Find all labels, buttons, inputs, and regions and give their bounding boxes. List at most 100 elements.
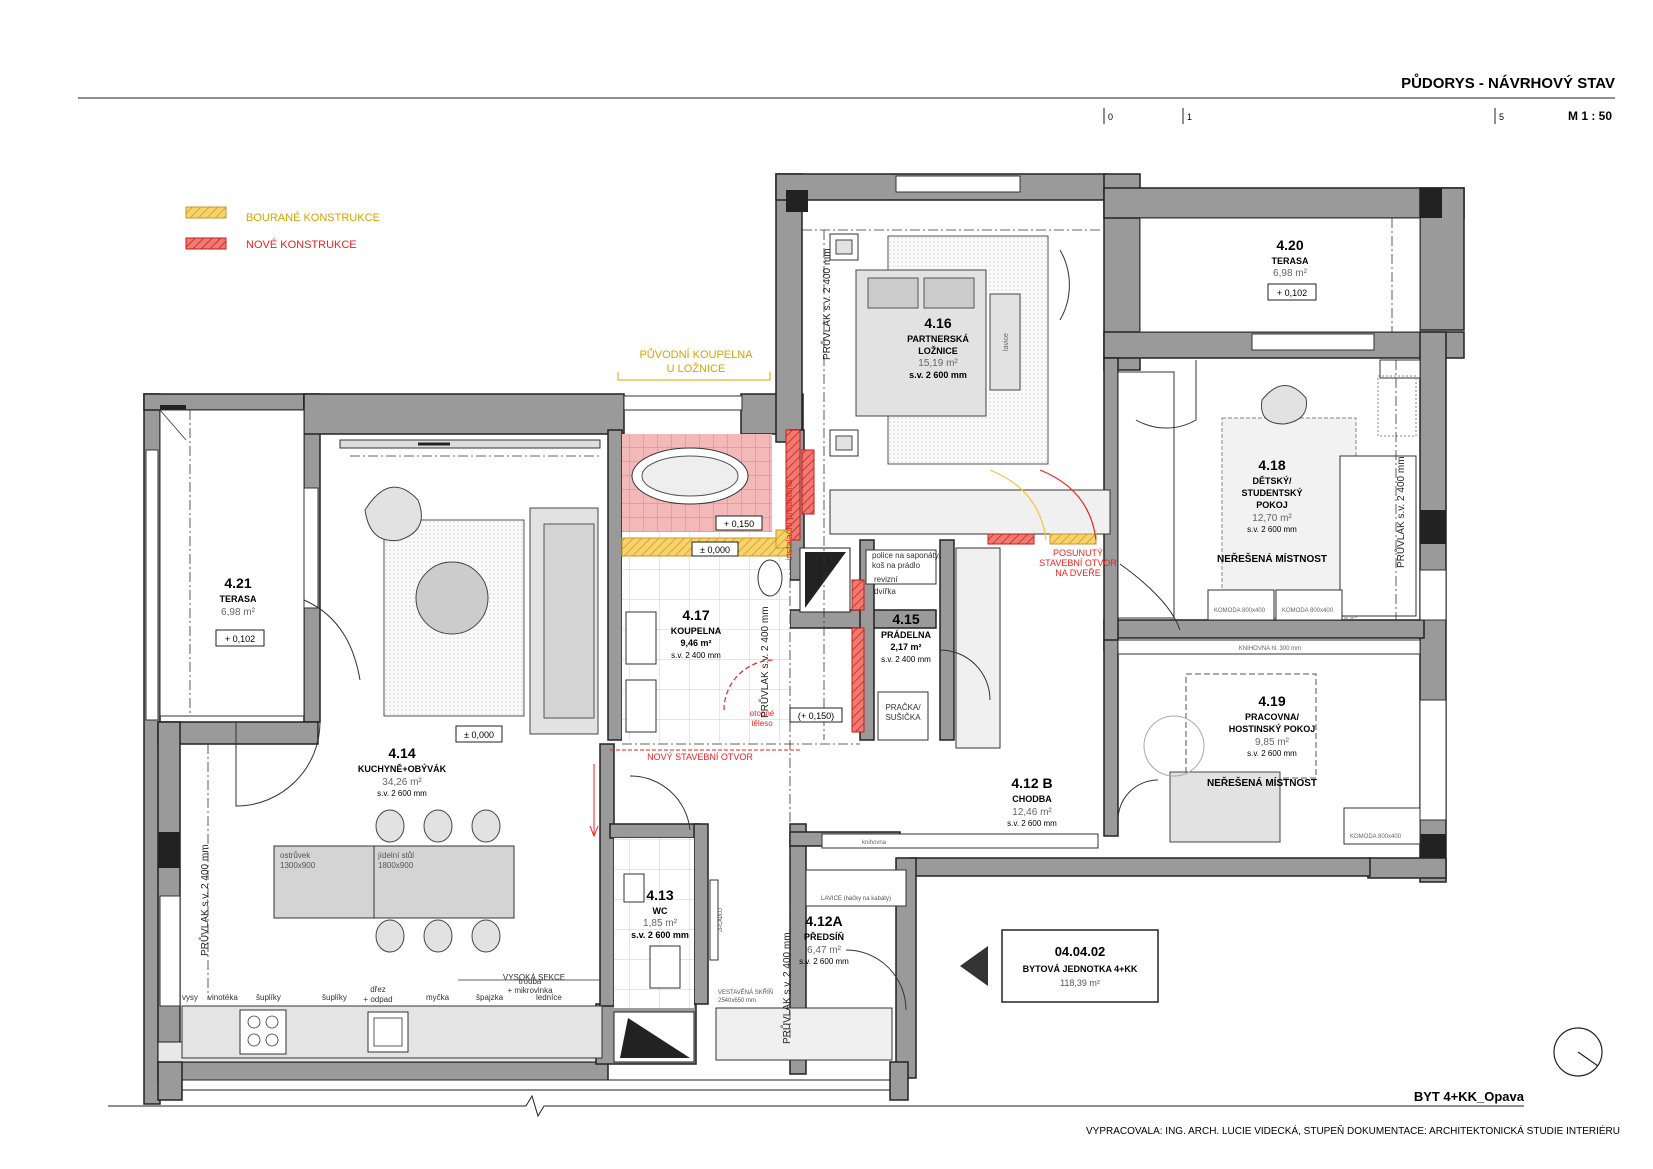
svg-text:STAVEBNÍ OTVOR: STAVEBNÍ OTVOR bbox=[1039, 558, 1117, 568]
svg-text:0: 0 bbox=[1108, 112, 1113, 122]
svg-text:LAVICE (háčky na kabáty): LAVICE (háčky na kabáty) bbox=[821, 896, 891, 902]
svg-text:myčka: myčka bbox=[426, 993, 450, 1002]
unsolved-room-label: NEŘEŠENÁ MÍSTNOST bbox=[1217, 552, 1327, 565]
unit-area: 118,39 m² bbox=[1060, 978, 1100, 988]
entry-wardrobe bbox=[715, 1007, 893, 1061]
svg-text:6,98 m²: 6,98 m² bbox=[1273, 268, 1308, 279]
room-number-417: 4.17 bbox=[682, 607, 709, 623]
svg-text:+ 0,150: + 0,150 bbox=[724, 519, 754, 529]
svg-text:NA DVEŘE: NA DVEŘE bbox=[1055, 568, 1101, 578]
svg-text:PŘEDSÍŇ: PŘEDSÍŇ bbox=[804, 931, 844, 942]
washer-dryer bbox=[877, 691, 929, 741]
entry-bench bbox=[805, 869, 907, 907]
svg-text:s.v. 2 600 mm: s.v. 2 600 mm bbox=[377, 789, 427, 798]
legend-demolished-label: BOURANÉ KONSTRUKCE bbox=[246, 211, 380, 224]
beams bbox=[207, 230, 1397, 1040]
svg-text:1300x900: 1300x900 bbox=[280, 861, 316, 870]
svg-text:KOUPELNA: KOUPELNA bbox=[671, 626, 722, 636]
windows bbox=[145, 175, 1447, 1007]
svg-text:s.v. 2 400 mm: s.v. 2 400 mm bbox=[881, 655, 931, 664]
svg-text:ostrůvek: ostrůvek bbox=[280, 851, 311, 860]
svg-text:PRÁDELNA: PRÁDELNA bbox=[881, 630, 932, 640]
armchair bbox=[364, 486, 422, 542]
wc-toilet bbox=[649, 945, 681, 989]
svg-text:DĚTSKÝ/: DĚTSKÝ/ bbox=[1252, 475, 1292, 486]
room-number-421: 4.21 bbox=[224, 575, 251, 591]
svg-text:STUDENTSKÝ: STUDENTSKÝ bbox=[1241, 487, 1302, 498]
room-terrace-421 bbox=[159, 409, 305, 717]
legend: BOURANÉ KONSTRUKCE NOVÉ KONSTRUKCE bbox=[185, 206, 380, 251]
rug-418 bbox=[1221, 417, 1357, 619]
unit-name: BYTOVÁ JEDNOTKA 4+KK bbox=[1023, 964, 1138, 974]
svg-text:(+ 0,150): (+ 0,150) bbox=[798, 711, 834, 721]
svg-text:s.v. 2 600 mm: s.v. 2 600 mm bbox=[799, 957, 849, 966]
svg-text:SUŠIČKA: SUŠIČKA bbox=[885, 713, 921, 722]
beam-label: PRŮVLAK s.v. 2 400 mm bbox=[780, 932, 793, 1044]
svg-text:ledníce: ledníce bbox=[536, 993, 562, 1002]
svg-text:koš na prádlo: koš na prádlo bbox=[872, 561, 921, 570]
svg-text:1: 1 bbox=[1187, 112, 1192, 122]
svg-text:+ mikrovlnka: + mikrovlnka bbox=[507, 986, 553, 995]
svg-text:ZRCADLO: ZRCADLO bbox=[718, 908, 724, 932]
svg-text:šuplíky: šuplíky bbox=[322, 993, 347, 1002]
svg-text:12,46 m²: 12,46 m² bbox=[1012, 807, 1052, 818]
svg-text:šuplíky: šuplíky bbox=[256, 993, 281, 1002]
beam-label: PRŮVLAK s.v. 2 400 mm bbox=[820, 248, 833, 360]
svg-text:s.v. 2 400 mm: s.v. 2 400 mm bbox=[671, 651, 721, 660]
room-number-416: 4.16 bbox=[924, 315, 951, 331]
bookshelf-419 bbox=[1117, 639, 1421, 655]
walls bbox=[143, 173, 1465, 1105]
svg-text:TERASA: TERASA bbox=[1271, 256, 1309, 266]
svg-text:PRACOVNA/: PRACOVNA/ bbox=[1245, 712, 1300, 722]
room-number-418: 4.18 bbox=[1258, 457, 1285, 473]
svg-text:vysy: vysy bbox=[182, 993, 198, 1002]
svg-text:5: 5 bbox=[1499, 112, 1504, 122]
svg-text:CHODBA: CHODBA bbox=[1012, 794, 1052, 804]
dining-chairs bbox=[375, 809, 501, 953]
wardrobe-bedroom bbox=[829, 489, 1111, 535]
moved-opening-label: POSUNUTÝ STAVEBNÍ OTVOR NA DVEŘE bbox=[1039, 548, 1117, 578]
svg-text:2,17 m²: 2,17 m² bbox=[890, 642, 921, 652]
svg-text:trouba: trouba bbox=[519, 977, 542, 986]
unit-tag: 04.04.02 BYTOVÁ JEDNOTKA 4+KK 118,39 m² bbox=[960, 929, 1159, 1003]
legend-demolished-swatch bbox=[185, 206, 227, 219]
svg-text:9,85 m²: 9,85 m² bbox=[1255, 737, 1290, 748]
room-terrace-420 bbox=[1139, 217, 1421, 333]
unsolved-room-label: NEŘEŠENÁ MÍSTNOST bbox=[1207, 776, 1317, 789]
svg-text:police na saponáty/: police na saponáty/ bbox=[872, 551, 942, 560]
room-number-415: 4.15 bbox=[892, 611, 919, 627]
tv-console bbox=[339, 439, 601, 449]
laundry-shelf bbox=[865, 549, 937, 585]
svg-text:6,47 m²: 6,47 m² bbox=[807, 945, 842, 956]
hall-wardrobe bbox=[955, 547, 1001, 749]
svg-text:revizní: revizní bbox=[874, 575, 898, 584]
install-wall-label: instalační předstěna bbox=[784, 480, 794, 561]
svg-text:+ 0,102: + 0,102 bbox=[1277, 288, 1307, 298]
hall-shelf bbox=[821, 833, 1099, 849]
beam-label: PRŮVLAK s.v. 2 400 mm bbox=[758, 606, 771, 718]
beam-label: PRŮVLAK s.v. 2 400 mm bbox=[198, 844, 211, 956]
svg-text:2540x650 mm: 2540x650 mm bbox=[718, 998, 756, 1004]
drawing-title: PŮDORYS - NÁVRHOVÝ STAV bbox=[1401, 73, 1615, 92]
room-number-420: 4.20 bbox=[1276, 237, 1303, 253]
legend-new-swatch bbox=[185, 237, 227, 250]
legend-new-label: NOVÉ KONSTRUKCE bbox=[246, 238, 357, 251]
svg-text:34,26 m²: 34,26 m² bbox=[382, 777, 422, 788]
svg-text:± 0,000: ± 0,000 bbox=[700, 545, 730, 555]
svg-text:s.v. 2 600 mm: s.v. 2 600 mm bbox=[1007, 819, 1057, 828]
svg-text:vinotéka: vinotéka bbox=[208, 993, 238, 1002]
kitchen-island bbox=[273, 845, 375, 919]
coffee-table bbox=[415, 561, 489, 635]
svg-text:POSUNUTÝ: POSUNUTÝ bbox=[1053, 548, 1103, 558]
svg-text:lavice: lavice bbox=[1003, 333, 1010, 351]
svg-text:LOŽNICE: LOŽNICE bbox=[918, 345, 958, 356]
svg-text:6,98 m²: 6,98 m² bbox=[221, 607, 256, 618]
bench-lavice bbox=[989, 293, 1021, 391]
credits: VYPRACOVALA: ING. ARCH. LUCIE VIDECKÁ, S… bbox=[1086, 1124, 1620, 1137]
scale-label: M 1 : 50 bbox=[1568, 109, 1612, 123]
svg-text:KOMODA 800x400: KOMODA 800x400 bbox=[1214, 608, 1266, 614]
doors bbox=[235, 249, 1197, 1011]
svg-text:otopné: otopné bbox=[750, 709, 775, 718]
svg-text:TERASA: TERASA bbox=[219, 594, 257, 604]
